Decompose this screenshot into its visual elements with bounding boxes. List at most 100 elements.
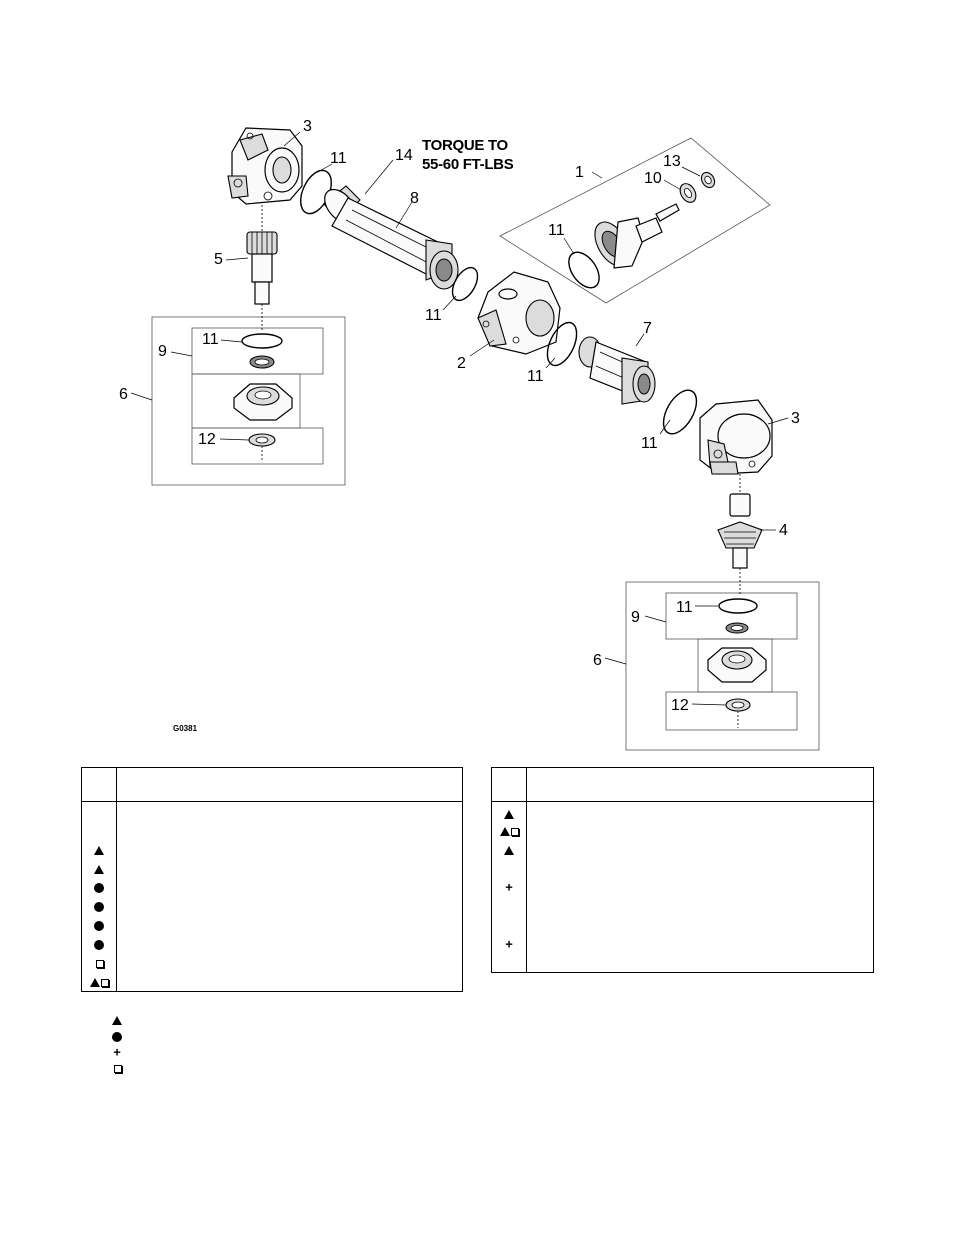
- table-row-symbol: +: [498, 879, 520, 895]
- figure-id: G0381: [173, 724, 198, 733]
- callout-9-left: 9: [158, 343, 167, 360]
- callout-6-right: 6: [593, 652, 602, 669]
- parts-table-right: ++: [491, 767, 874, 973]
- legend-entry: [106, 1012, 128, 1028]
- o-ring-11-lower: [662, 389, 698, 435]
- parts-table-right-header: [492, 768, 873, 802]
- o-ring-11-left-kit: [241, 333, 283, 349]
- callout-1: 1: [575, 164, 584, 181]
- table-row-symbol: [88, 879, 110, 895]
- bearing-kit-6-box-left: [151, 316, 346, 486]
- gearbox-housing-lower: [699, 399, 773, 475]
- input-gear-assembly-1: [594, 203, 680, 269]
- triangle-icon: [504, 846, 514, 856]
- triangle-icon: [94, 865, 104, 875]
- square-icon: [95, 959, 104, 968]
- callout-11-lower: 11: [641, 435, 658, 452]
- callout-11-kit-right: 11: [676, 599, 693, 616]
- seal-12-box-right: [665, 691, 798, 731]
- plus-icon: +: [505, 936, 513, 952]
- callout-3-right: 3: [791, 410, 800, 427]
- callout-5: 5: [214, 251, 223, 268]
- ring-13: [700, 171, 716, 189]
- callout-11-assembly-1: 11: [548, 222, 565, 239]
- gearbox-housing-upper: [227, 127, 303, 205]
- table-row-symbol: [88, 861, 110, 877]
- legend-entry: [106, 1028, 128, 1044]
- square-icon: [100, 978, 109, 987]
- table-row-symbol: [88, 955, 110, 971]
- callout-10: 10: [644, 170, 662, 187]
- table-row-symbol: [88, 974, 110, 990]
- parts-table-left-symbol-column: [82, 768, 117, 991]
- torque-note-line-2: 55-60 FT-LBS: [422, 156, 514, 173]
- table-row-symbol: [88, 842, 110, 858]
- callout-11-mid: 11: [425, 307, 442, 324]
- callout-9-right: 9: [631, 609, 640, 626]
- seal-left-kit: [249, 355, 275, 369]
- table-row-symbol: [88, 823, 110, 839]
- bearing-flange-right-kit: [707, 647, 767, 683]
- seal-12-left: [248, 433, 276, 447]
- tube-assembly-8: [323, 185, 459, 290]
- triangle-icon: [499, 827, 510, 837]
- table-row-symbol: [88, 917, 110, 933]
- parts-table-left-header: [82, 768, 462, 802]
- legend-entry: [106, 1060, 128, 1076]
- parts-table-left: [81, 767, 463, 992]
- callout-2: 2: [457, 355, 466, 372]
- callout-8: 8: [410, 190, 419, 207]
- table-row-symbol: [88, 898, 110, 914]
- seal-12-box-left: [191, 427, 324, 465]
- triangle-icon: [94, 846, 104, 856]
- callout-11-kit-left: 11: [202, 331, 219, 348]
- table-row-symbol: [88, 936, 110, 952]
- o-ring-11-right-kit: [718, 598, 758, 614]
- circle-icon: [94, 882, 104, 893]
- legend-entry: +: [106, 1044, 128, 1060]
- callout-4: 4: [779, 522, 788, 539]
- bearing-flange-left-kit: [233, 383, 293, 421]
- tube-assembly-7: [578, 336, 656, 405]
- callout-7: 7: [643, 320, 652, 337]
- bevel-gear-shaft-4: [717, 493, 763, 569]
- triangle-icon: [112, 1016, 122, 1026]
- triangle-icon: [89, 978, 100, 988]
- table-row-symbol: +: [498, 936, 520, 952]
- circle-icon: [94, 901, 104, 912]
- triangle-icon: [504, 810, 514, 820]
- callout-6-left: 6: [119, 386, 128, 403]
- callout-11-top: 11: [330, 150, 347, 167]
- bearing-kit-6-box-right: [625, 581, 820, 751]
- o-ring-11-center: [546, 321, 578, 367]
- callout-14: 14: [395, 147, 413, 164]
- plus-icon: +: [113, 1044, 121, 1060]
- callout-3-top: 3: [303, 118, 312, 135]
- o-ring-11-assembly-1: [568, 251, 600, 289]
- square-icon: [113, 1064, 122, 1073]
- assembly-1-outline: [499, 137, 771, 304]
- washer-10: [679, 183, 697, 203]
- table-row-symbol: [498, 842, 520, 858]
- circle-icon: [94, 920, 104, 931]
- leader-lines: [130, 131, 789, 706]
- exploded-parts-diagram: 3 11 14 8 1 13 10 11 5 11 7 2 11 11 9 6 …: [119, 118, 820, 751]
- table-row-symbol: [498, 806, 520, 822]
- table-row-symbol: [498, 823, 520, 839]
- square-icon: [510, 827, 519, 836]
- circle-icon: [112, 1031, 122, 1042]
- circle-icon: [94, 939, 104, 950]
- seal-right-kit: [725, 622, 749, 634]
- torque-note-line-1: TORQUE TO: [422, 137, 509, 154]
- parts-table-right-symbol-column: [492, 768, 527, 972]
- pinion-shaft-5: [246, 231, 278, 305]
- callout-12-right: 12: [671, 697, 689, 714]
- seal-12-right: [725, 698, 751, 712]
- center-housing-2: [477, 271, 561, 355]
- symbol-legend: +: [106, 1012, 130, 1078]
- o-ring-11-mid: [451, 266, 479, 302]
- callout-11-center: 11: [527, 368, 544, 385]
- callout-12-left: 12: [198, 431, 216, 448]
- callout-13: 13: [663, 153, 681, 170]
- plus-icon: +: [505, 879, 513, 895]
